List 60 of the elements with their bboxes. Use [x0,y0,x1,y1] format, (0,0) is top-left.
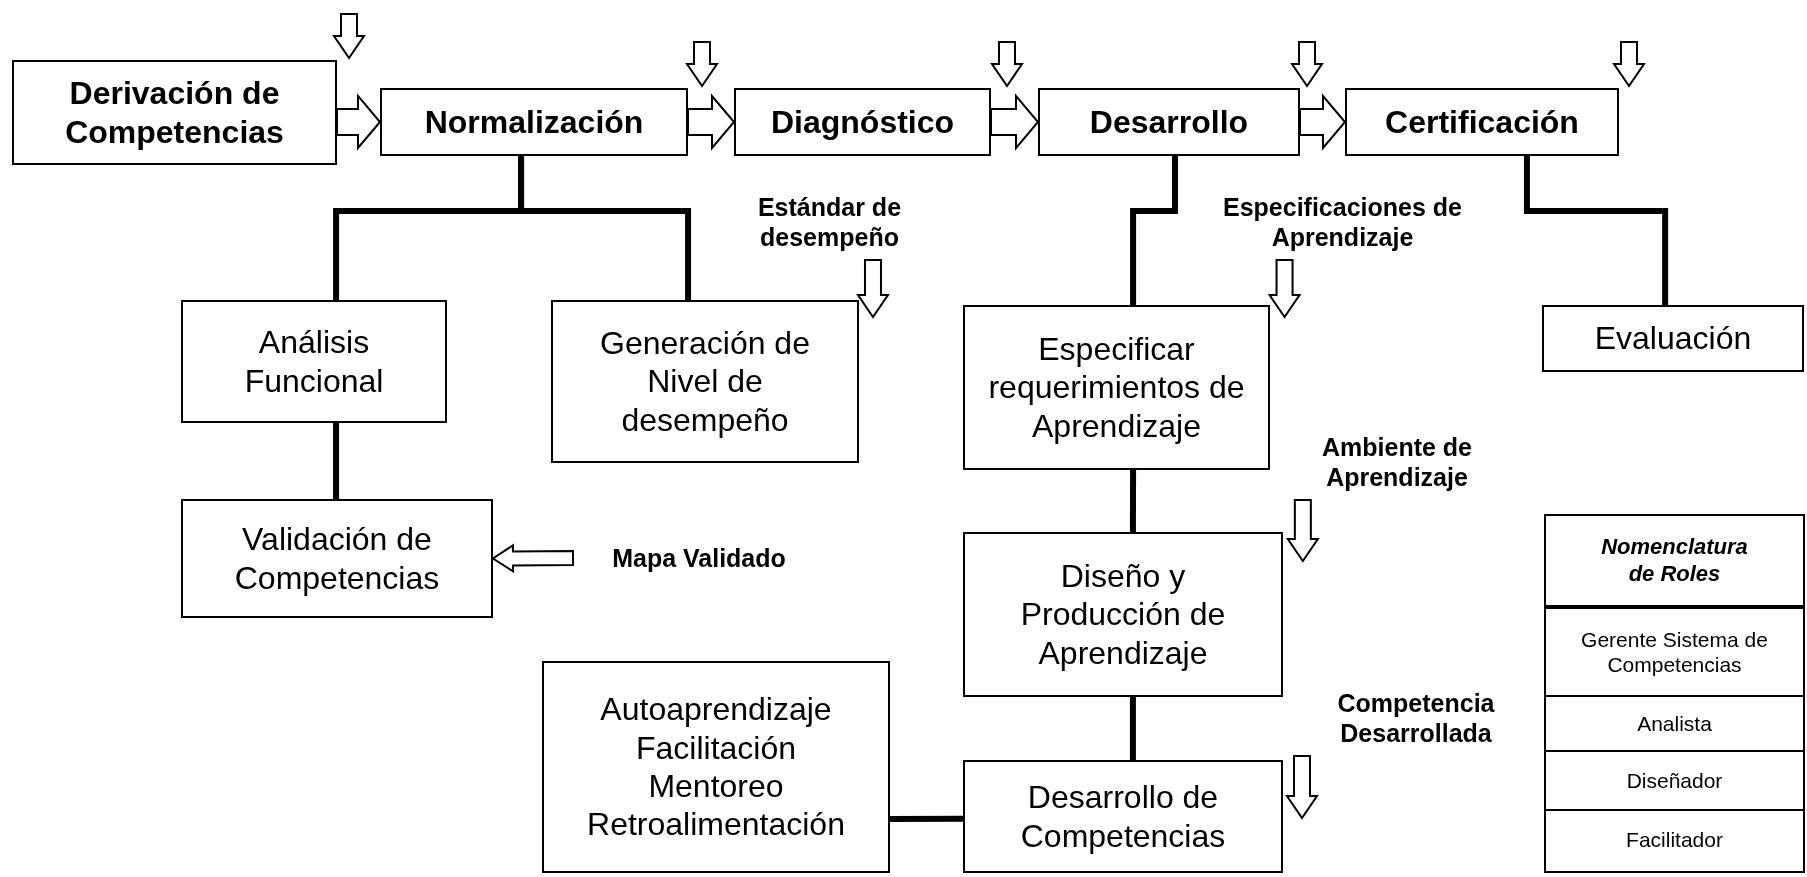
process-box [181,499,493,618]
process-box [963,532,1283,697]
hollow-arrow [856,259,890,319]
connector-line [1129,470,1137,532]
hollow-arrow [1290,41,1324,88]
box-label: Autoaprendizaje [600,690,832,729]
box-label: Análisis Funcional [243,323,385,400]
hollow-arrow [332,13,366,60]
hollow-arrow [1612,41,1646,88]
box-label: Retroalimentación [587,805,845,844]
box-label: Desarrollo [1089,102,1249,142]
hollow-arrow [1285,499,1320,563]
box-label: Validación de Competencias [233,520,441,597]
process-box [542,661,890,873]
process-box [1345,88,1619,156]
box-label: Derivación de Competencias [64,74,285,151]
table-header: Nomenclatura de Roles [1600,533,1749,588]
role-name: Diseñador [1546,750,1803,809]
annotation-label: Competencia Desarrollada [1302,680,1530,756]
role-name: Facilitador [1546,809,1803,869]
hollow-arrow [687,93,736,151]
process-box [963,760,1283,873]
annotation-label: Mapa Validado [573,540,825,576]
process-box [12,60,337,165]
connector-line [333,423,340,499]
box-label: Generación de Nivel de desempeño [599,323,811,440]
box-label: Facilitación [635,728,797,767]
annotation-label: Estándar de desempeño [718,184,941,260]
hollow-arrow [685,41,719,88]
hollow-arrow [491,543,575,574]
box-label: Diseño y Producción de Aprendizaje [1019,556,1227,673]
hollow-arrow [336,93,382,151]
box-label: Normalización [424,102,644,142]
process-box [1542,305,1804,372]
connector-line [518,156,692,300]
connector-line [1130,156,1179,305]
role-name: Gerente Sistema de Competencias [1546,605,1803,695]
connector-line [1129,697,1136,760]
annotation-label: Especificaciones de Aprendizaje [1190,184,1495,260]
box-label: Certificación [1385,102,1579,142]
box-label: Evaluación [1594,319,1752,358]
connector-line [890,815,963,822]
box-label: Diagnóstico [770,102,955,142]
hollow-arrow [990,41,1024,88]
hollow-arrow [1267,259,1302,319]
process-box [181,300,447,423]
box-label: Mentoreo [648,767,784,806]
annotation-label: Ambiente de Aprendizaje [1290,424,1504,500]
process-box [734,88,991,156]
role-name: Analista [1546,695,1803,750]
hollow-arrow [990,93,1040,151]
process-box [380,88,688,156]
process-box [551,300,859,463]
hollow-arrow [1299,93,1347,151]
process-box [963,305,1270,470]
connector-line [1523,156,1669,305]
box-label: Especificar requerimientos de Aprendizaje [987,329,1246,446]
hollow-arrow [1285,755,1319,820]
process-box [1038,88,1300,156]
box-label: Desarrollo de Competencias [1019,778,1227,855]
